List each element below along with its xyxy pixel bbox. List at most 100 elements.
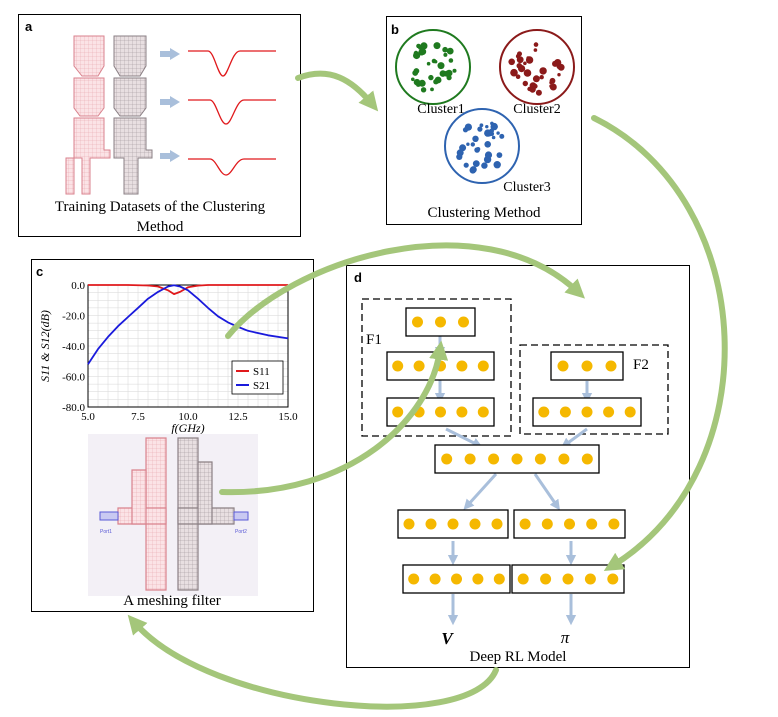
neuron [435,406,446,418]
cluster-point [491,135,496,140]
neuron [469,518,481,530]
y-tick-label: -60.0 [62,372,85,384]
neuron [605,360,617,372]
cluster-point [411,77,415,82]
cluster-point [549,83,557,91]
y-tick-label: 0.0 [71,280,85,292]
neuron [558,453,570,465]
neuron [584,573,596,585]
cluster-point [523,61,527,66]
cluster-point [554,62,559,66]
network-layer [386,351,495,381]
group-f1-label: F1 [366,332,382,348]
y-tick-label: -40.0 [62,341,85,353]
network-layer [405,307,476,337]
dataset-arrows [160,48,180,162]
x-axis-label: f(GHz) [171,421,204,435]
cluster-point [539,75,544,80]
cluster-point [526,56,530,60]
series-line-s11 [88,284,288,295]
network-layer [513,509,626,539]
cluster-point [515,74,521,79]
neuron [541,518,553,530]
cluster-point [469,167,477,174]
cluster-point [462,127,469,133]
cluster-point [490,121,494,126]
cluster-point [539,67,547,75]
cluster1-points [411,42,457,93]
cluster-point [484,141,492,148]
panel-a-caption-line1: Training Datasets of the Clustering [55,199,266,215]
cluster-point [484,129,492,137]
neuron [458,316,469,328]
neuron [581,360,593,372]
cluster-point [433,79,439,85]
panel-b-caption: Clustering Method [428,205,541,221]
neuron [517,573,529,585]
neuron [586,518,598,530]
cluster-point [426,61,431,66]
cluster-point [472,135,479,142]
neuron [488,453,500,465]
neuron [392,406,404,418]
cluster-point [510,68,518,77]
neuron [493,573,505,585]
arrow-filter-to-f1 [219,340,449,496]
neuron [519,518,531,530]
cluster-point [533,42,539,47]
workflow-arrows [127,70,728,710]
network-layer [397,509,509,539]
neuron [456,406,468,418]
neuron [564,518,575,530]
y-axis-label: S11 & S12(dB) [38,310,52,382]
x-tick-label: 15.0 [278,411,298,423]
legend-box [231,360,284,395]
cluster-point [456,153,463,160]
neuron [413,360,425,372]
neuron [477,360,489,372]
cluster-point [433,43,438,48]
cluster-point [479,123,484,128]
neuron [429,573,441,585]
cluster-point [477,126,483,132]
x-tick-label: 12.5 [228,411,248,423]
network-layer [511,564,625,594]
neuron [425,518,437,530]
cluster1-label: Cluster1 [417,102,464,117]
arrow-a-to-b [295,70,379,112]
neuron [403,518,415,530]
cluster-point [474,147,480,153]
cluster-point [499,133,505,139]
neuron [408,573,420,585]
response-curves [188,50,276,176]
cluster-point [557,73,561,77]
neuron [608,518,620,530]
neuron [581,453,593,465]
neuron [607,573,619,585]
x-tick-label: 10.0 [178,411,198,423]
neuron [491,518,503,530]
cluster-point [420,87,427,93]
port2-label: Port2 [235,529,247,535]
cluster-point [517,51,522,57]
neuron [538,406,550,418]
arrow-b-to-d [591,115,728,571]
neuron [511,453,523,465]
neuron [559,406,571,418]
cluster-point [522,80,528,87]
cluster2-circle [499,29,575,105]
neuron [603,406,615,418]
neuron [451,573,462,585]
neuron [441,453,453,465]
cluster-point [448,58,454,63]
legend-entry: S11 [253,366,270,378]
network-flow-arrows [434,336,593,626]
cluster-point [430,87,434,92]
training-filter-shapes [65,35,153,195]
network-layer [402,564,511,594]
cluster-point [446,47,454,55]
cluster-point [466,142,470,146]
cluster-point [428,74,434,81]
cluster-point [434,60,438,64]
neuron [477,406,489,418]
